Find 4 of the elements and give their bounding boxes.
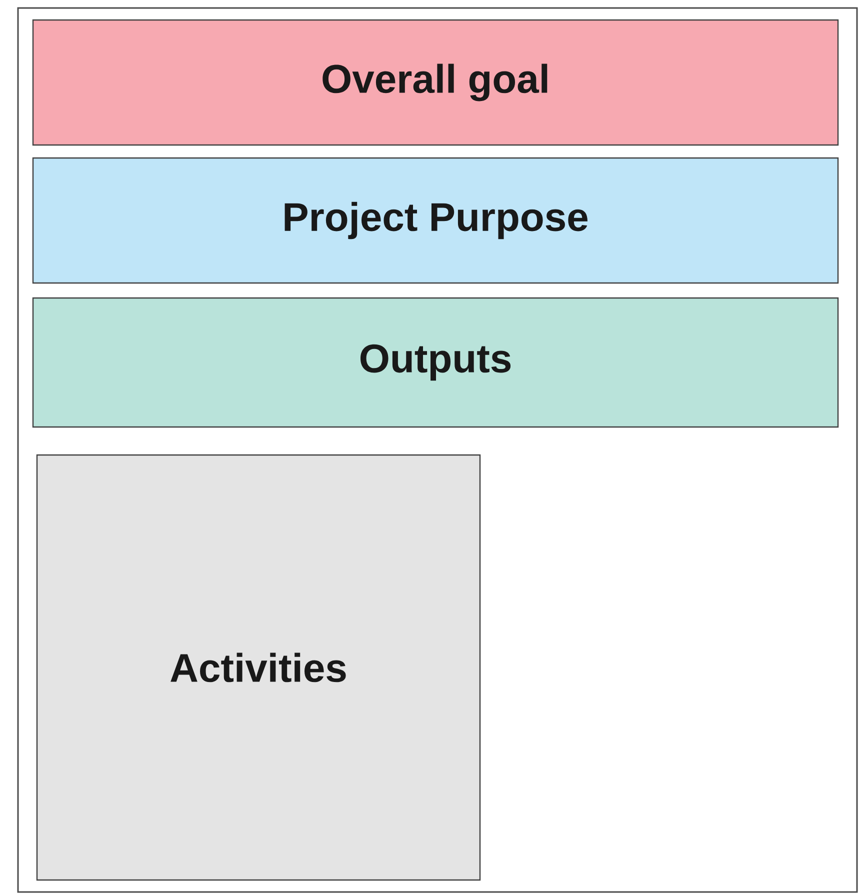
label-box: Overall goal — [32, 19, 839, 146]
activity-box: Activities — [36, 454, 481, 881]
label-box: Outputs — [32, 297, 839, 428]
label-box: Project Purpose — [32, 157, 839, 284]
